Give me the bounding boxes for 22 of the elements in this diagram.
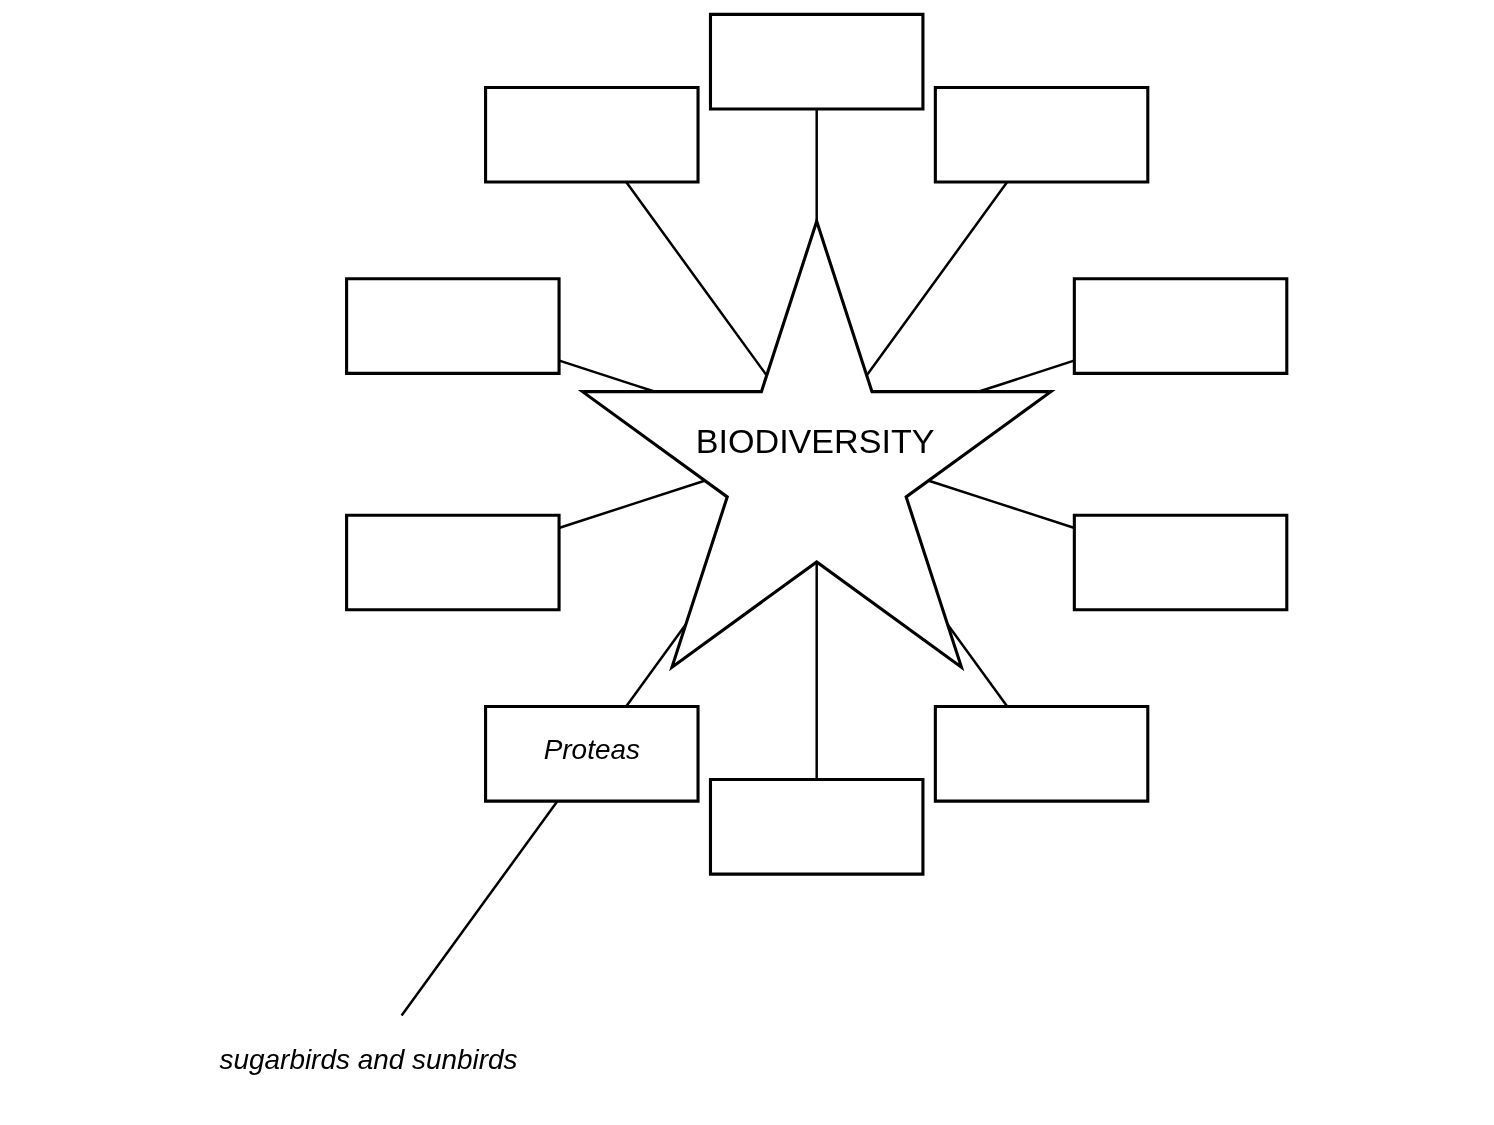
node-box	[933, 85, 1150, 184]
node-box	[484, 85, 700, 184]
connector	[946, 624, 1008, 707]
connector	[978, 359, 1075, 393]
connector	[866, 181, 1008, 376]
node-box	[933, 704, 1150, 803]
node-box	[1072, 277, 1289, 375]
connector	[559, 359, 655, 393]
connector	[625, 624, 687, 707]
node-box	[345, 277, 561, 375]
node-box	[345, 513, 561, 612]
node-box	[708, 778, 925, 876]
node-box	[708, 12, 925, 111]
node-box: Proteas	[484, 704, 700, 803]
connector	[625, 181, 768, 376]
node-text: sugarbirds and sunbirds	[219, 1043, 518, 1075]
connector	[400, 800, 559, 1017]
node-box	[1072, 513, 1289, 612]
connector	[559, 479, 705, 529]
connector	[815, 109, 818, 222]
connector	[928, 479, 1075, 529]
connector	[815, 562, 818, 780]
